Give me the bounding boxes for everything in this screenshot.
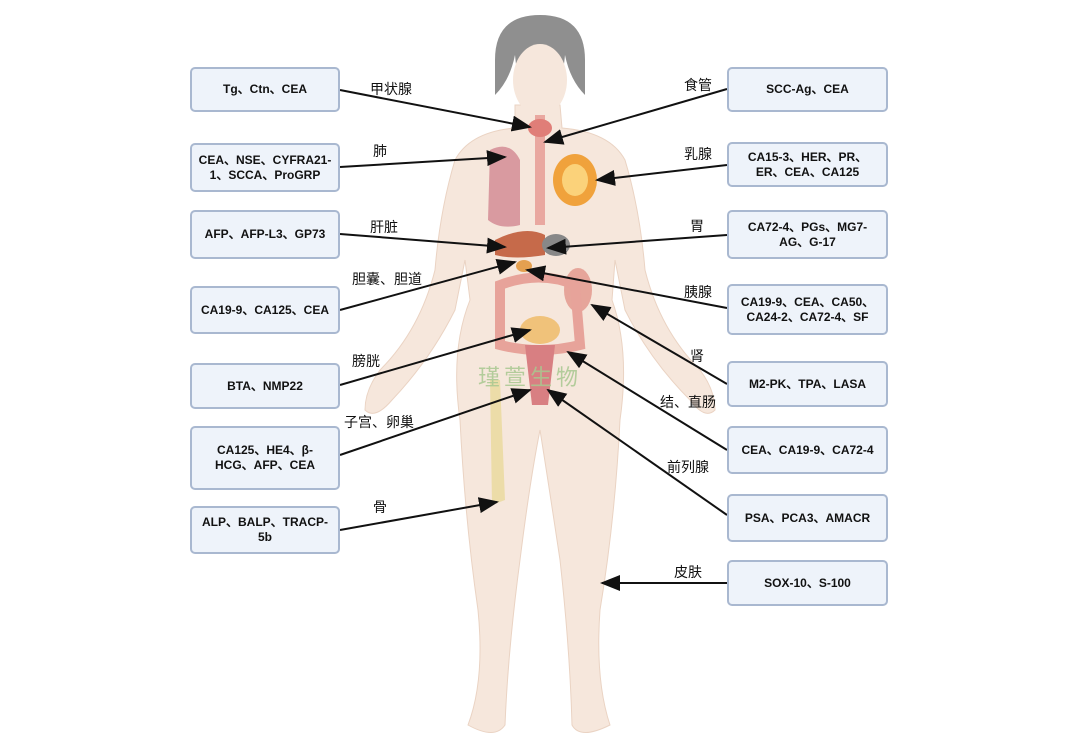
stomach-shape: [542, 234, 570, 256]
marker-box-prostate: PSA、PCA3、AMACR: [727, 494, 888, 542]
organ-label-kidney: 肾: [690, 349, 704, 365]
marker-box-thyroid: Tg、Ctn、CEA: [190, 67, 340, 112]
arrows: [339, 88, 728, 591]
marker-box-bone: ALP、BALP、TRACP-5b: [190, 506, 340, 554]
organ-label-thyroid: 甲状腺: [370, 82, 412, 98]
organ-label-uterus-ovary: 子宫、卵巢: [344, 415, 414, 431]
body-silhouette: [364, 104, 716, 733]
lung-shape: [488, 146, 520, 227]
marker-box-esophagus: SCC-Ag、CEA: [727, 67, 888, 112]
organ-label-pancreas: 胰腺: [684, 285, 712, 301]
organ-label-liver: 肝脏: [370, 220, 398, 236]
marker-box-liver: AFP、AFP-L3、GP73: [190, 210, 340, 259]
head: [495, 15, 585, 116]
marker-box-stomach: CA72-4、PGs、MG7-AG、G-17: [727, 210, 888, 259]
marker-box-skin: SOX-10、S-100: [727, 560, 888, 606]
marker-box-lung: CEA、NSE、CYFRA21-1、SCCA、ProGRP: [190, 143, 340, 192]
marker-box-uterus-ovary: CA125、HE4、β-HCG、AFP、CEA: [190, 426, 340, 490]
marker-box-pancreas: CA19-9、CEA、CA50、CA24-2、CA72-4、SF: [727, 284, 888, 335]
organ-label-lung: 肺: [373, 144, 387, 160]
marker-box-gallbladder: CA19-9、CA125、CEA: [190, 286, 340, 334]
organ-label-bladder: 膀胱: [352, 354, 380, 370]
organ-label-prostate: 前列腺: [667, 460, 709, 476]
organ-label-skin: 皮肤: [674, 565, 702, 581]
marker-box-bladder: BTA、NMP22: [190, 363, 340, 409]
thyroid-shape: [528, 119, 552, 137]
bladder-shape: [520, 316, 560, 344]
marker-box-colorectal: CEA、CA19-9、CA72-4: [727, 426, 888, 474]
esophagus-shape: [535, 115, 545, 225]
organ-label-gallbladder: 胆囊、胆道: [352, 272, 422, 288]
organ-label-stomach: 胃: [690, 219, 704, 235]
organ-label-esophagus: 食管: [684, 78, 712, 94]
organ-label-colorectal: 结、直肠: [660, 395, 716, 411]
organ-label-bone: 骨: [373, 500, 387, 516]
watermark: 瑾萱生物: [478, 366, 583, 391]
liver-shape: [495, 231, 545, 258]
bone-shape: [490, 380, 505, 505]
marker-box-breast: CA15-3、HER、PR、ER、CEA、CA125: [727, 142, 888, 187]
organ-label-breast: 乳腺: [684, 147, 712, 163]
marker-box-kidney: M2-PK、TPA、LASA: [727, 361, 888, 407]
